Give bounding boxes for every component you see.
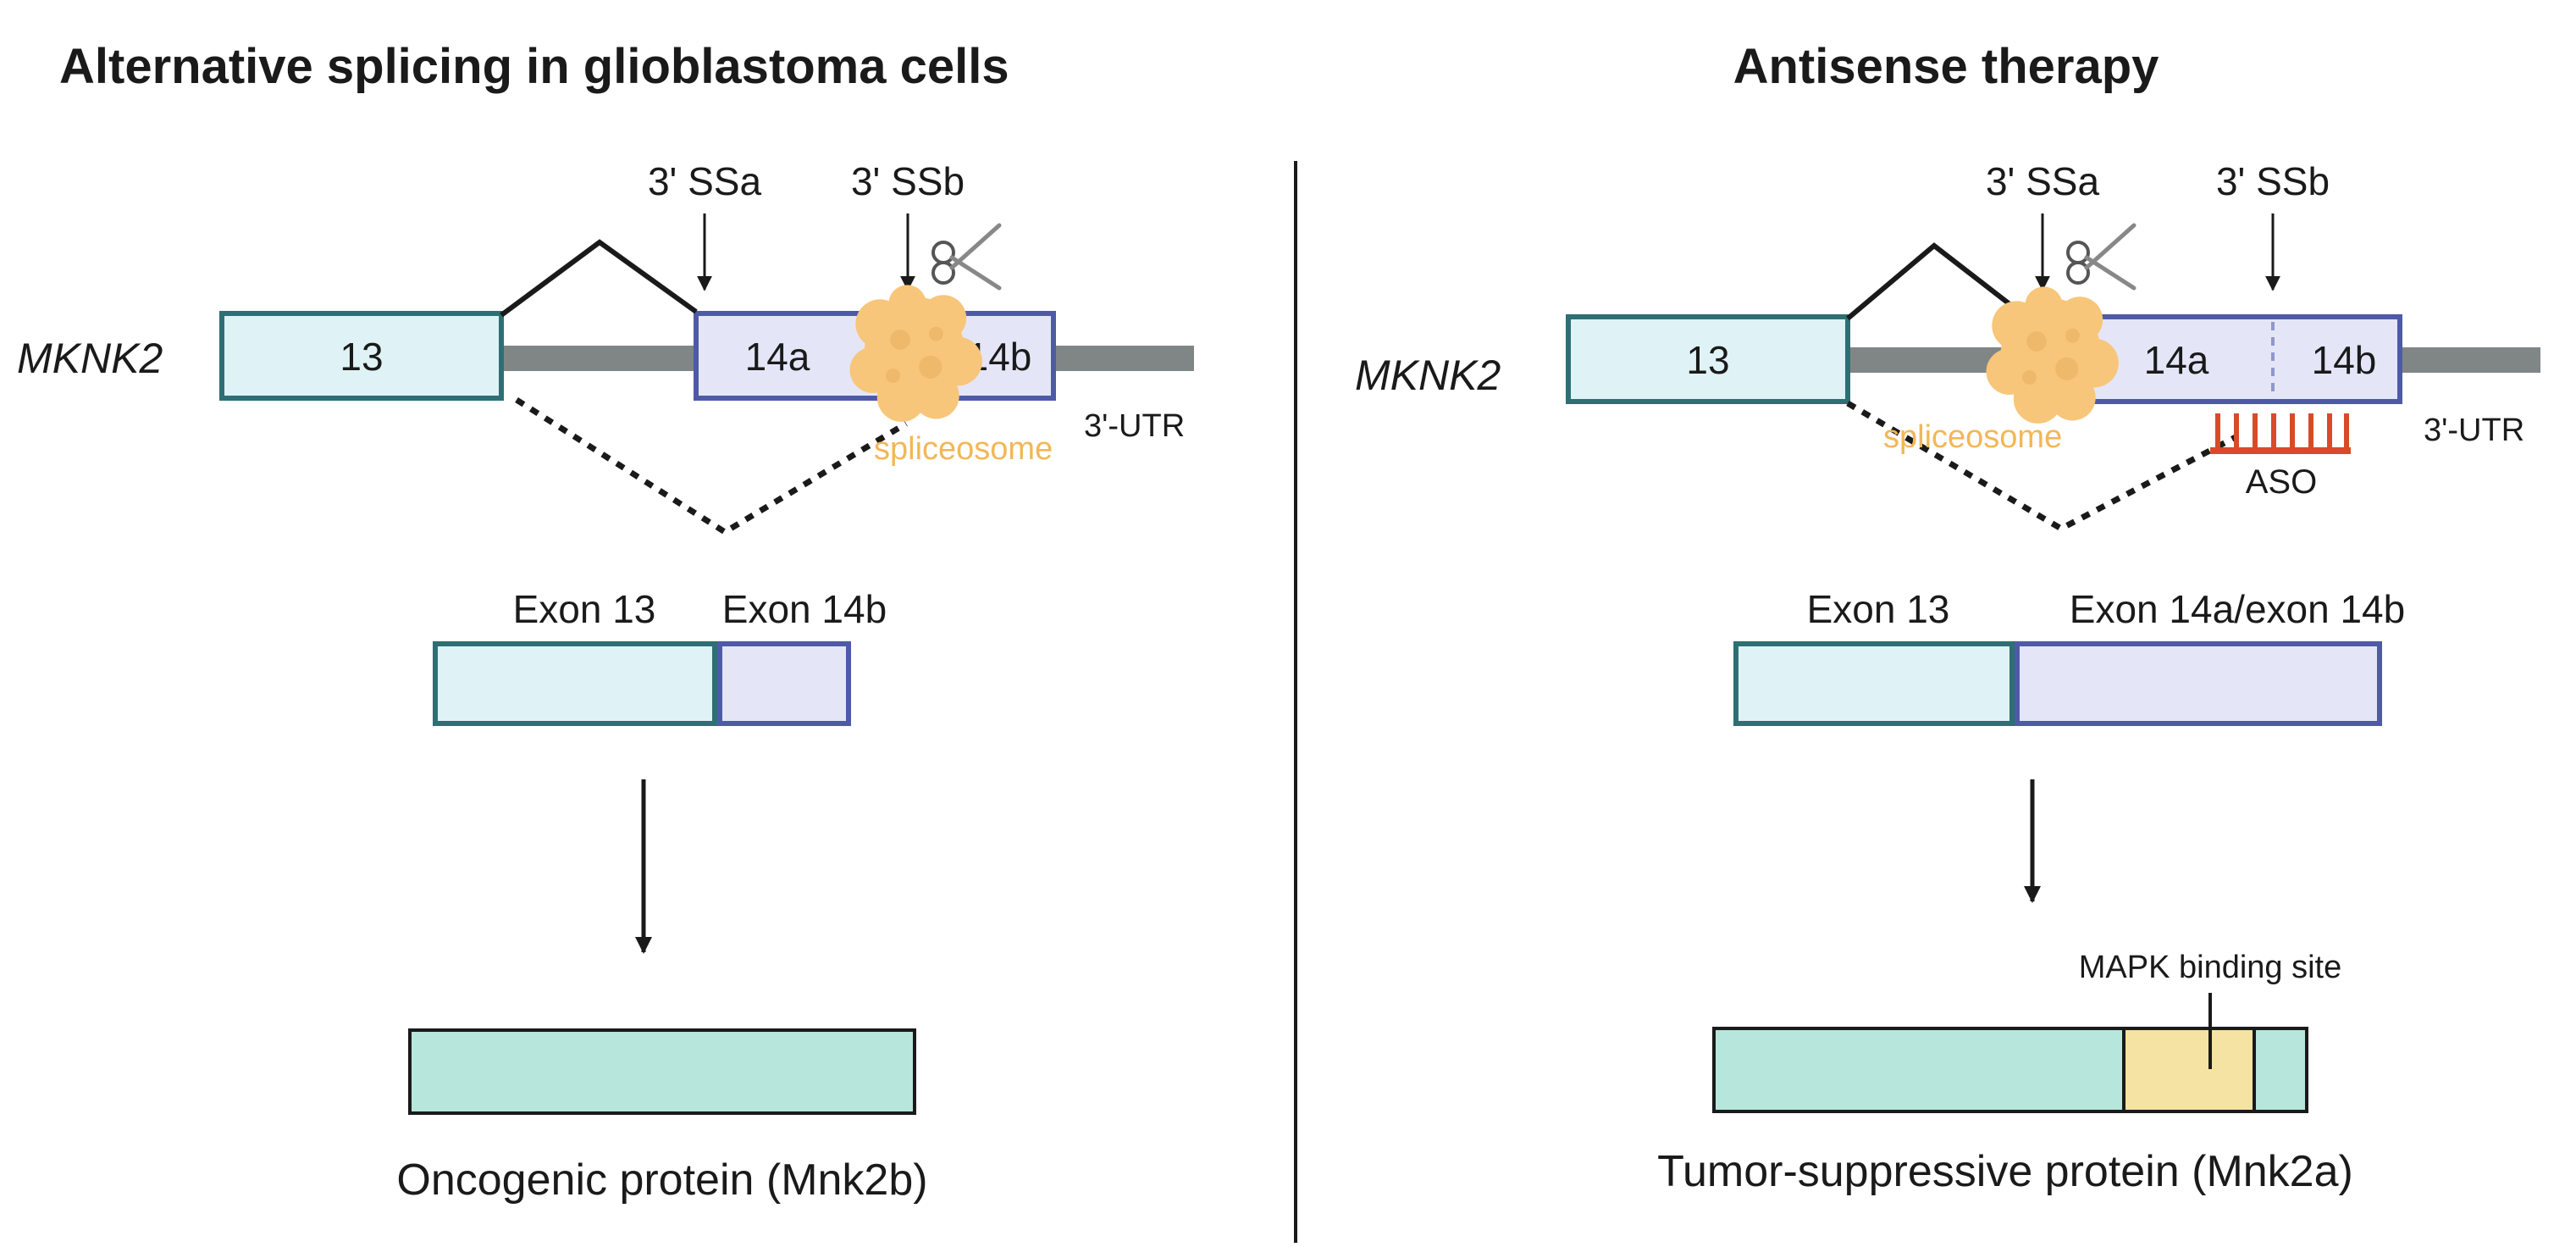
left-mrna-exon14-label: Exon 14b [722, 587, 887, 631]
right-splice-line-top [1846, 242, 2026, 321]
left-exon-13 [219, 311, 504, 401]
left-exon-13-label: 13 [340, 335, 383, 379]
right-mrna-exon13-label: Exon 13 [1807, 587, 1950, 631]
left-exon-14a-label: 14a [745, 335, 810, 379]
right-splice-line-bottom [1846, 400, 2237, 533]
left-panel: Alternative splicing in glioblastoma cel… [17, 39, 1194, 1205]
mapk-binding-domain [2122, 1027, 2256, 1113]
left-mrna-exon13-label: Exon 13 [513, 587, 656, 631]
left-ssa-label: 3' SSa [648, 159, 762, 203]
right-exon-14b-label: 14b [2312, 338, 2377, 382]
right-protein-caption: Tumor-suppressive protein (Mnk2a) [1657, 1147, 2353, 1196]
left-protein-caption: Oncogenic protein (Mnk2b) [396, 1156, 927, 1205]
left-utr-label: 3'-UTR [1084, 408, 1185, 444]
left-splice-line-bottom [515, 397, 908, 536]
right-exon-14a-label: 14a [2144, 338, 2209, 382]
right-exon-13-label: 13 [1686, 338, 1729, 382]
right-ssb-label: 3' SSb [2216, 159, 2330, 203]
left-spliceosome-label: spliceosome [874, 431, 1053, 467]
left-scissors-icon [933, 225, 999, 288]
mapk-site-label: MAPK binding site [2079, 950, 2342, 985]
left-splice-line-top [500, 239, 698, 318]
right-ssa-label: 3' SSa [1986, 159, 2100, 203]
left-mrna-exon13 [433, 641, 717, 726]
right-spliceosome-label: spliceosome [1883, 419, 2062, 455]
aso-label: ASO [2246, 463, 2317, 501]
right-exon-13 [1566, 314, 1850, 404]
right-gene-name: MKNK2 [1355, 352, 1501, 399]
left-title: Alternative splicing in glioblastoma cel… [59, 39, 1009, 94]
right-utr-label: 3'-UTR [2424, 413, 2524, 448]
left-spliceosome-icon [849, 285, 982, 422]
right-mrna-exon13 [1733, 641, 2015, 726]
right-scissors-icon [2068, 225, 2134, 288]
left-ssb-label: 3' SSb [851, 159, 965, 203]
right-mrna-exon14 [2015, 641, 2382, 726]
left-gene-name: MKNK2 [17, 335, 163, 382]
right-title: Antisense therapy [1733, 39, 2159, 94]
aso-molecule [2210, 413, 2351, 454]
left-protein [408, 1028, 916, 1115]
right-panel: Antisense therapy 3' SSa 3' SSb MKNK2 13… [1355, 39, 2540, 1196]
left-mrna-exon14 [717, 641, 851, 726]
right-mrna-exon14-label: Exon 14a/exon 14b [2070, 587, 2405, 631]
